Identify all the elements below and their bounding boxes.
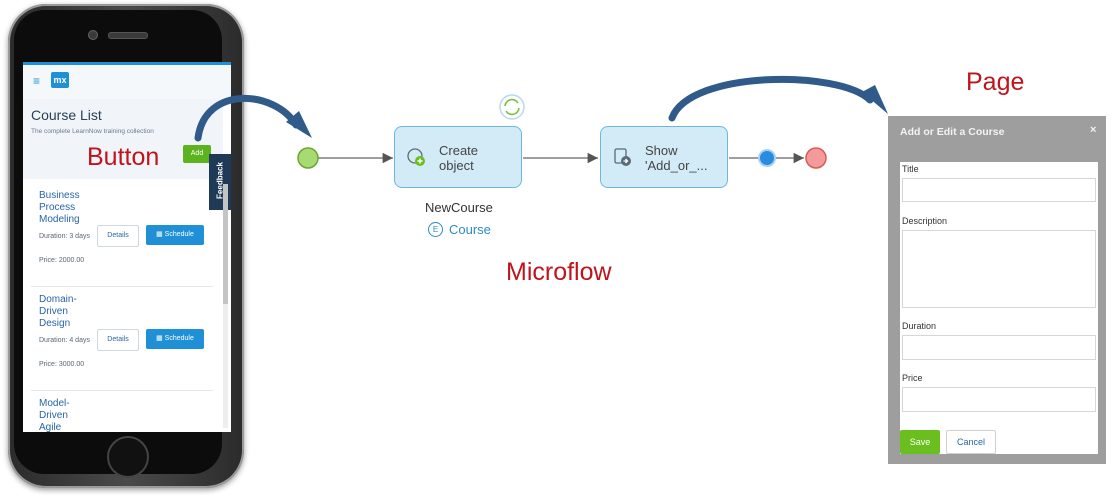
course-duration: Duration: 3 days — [39, 233, 90, 240]
course-price: Price: 3000.00 — [39, 361, 85, 368]
show-page-label-line2: 'Add_or_... — [645, 158, 708, 173]
title-label: Title — [902, 164, 919, 174]
description-field[interactable] — [902, 230, 1096, 308]
camera-icon — [88, 30, 98, 40]
course-price: Price: 2000.00 — [39, 257, 85, 264]
end-event — [805, 147, 827, 169]
price-label: Price — [902, 373, 923, 383]
create-object-activity[interactable]: Create object — [394, 126, 522, 188]
create-object-label: Create object — [439, 143, 479, 173]
course-duration: Duration: 4 days — [39, 337, 90, 344]
cancel-button[interactable]: Cancel — [946, 430, 996, 454]
show-page-activity[interactable]: Show 'Add_or_... — [600, 126, 728, 188]
arrowhead — [286, 111, 312, 138]
add-button[interactable]: Add — [183, 145, 211, 163]
create-entity: E Course — [428, 222, 491, 237]
button-label: Button — [87, 143, 160, 171]
refresh-icon — [499, 94, 525, 120]
calendar-icon: ▦ — [156, 335, 165, 342]
page-subtitle: The complete LearnNow training collectio… — [31, 128, 154, 135]
home-button[interactable] — [107, 436, 149, 478]
course-name[interactable]: Domain-Driven Design — [39, 294, 77, 329]
schedule-button[interactable]: ▦ Schedule — [146, 225, 204, 245]
details-button[interactable]: Details — [97, 329, 139, 351]
price-field[interactable] — [902, 387, 1096, 412]
list-item: Model-Driven Agile — [31, 392, 213, 432]
start-event — [297, 147, 319, 169]
merge-point — [758, 149, 776, 167]
duration-label: Duration — [902, 321, 937, 331]
curved-arrow-microflow-to-page — [668, 75, 874, 122]
curved-arrow-button-to-microflow — [194, 94, 300, 142]
arrowhead — [862, 85, 888, 114]
close-icon[interactable]: × — [1090, 124, 1097, 136]
title-field[interactable] — [902, 178, 1096, 202]
scrollbar-track[interactable] — [223, 184, 228, 428]
dialog-body: Title Description Duration Price Save Ca… — [900, 162, 1098, 454]
schedule-button[interactable]: ▦ Schedule — [146, 329, 204, 349]
create-object-icon — [407, 148, 425, 166]
entity-icon: E — [428, 222, 443, 237]
edit-course-dialog: Add or Edit a Course × Title Description… — [888, 116, 1106, 464]
duration-field[interactable] — [902, 335, 1096, 360]
schedule-label: Schedule — [164, 231, 194, 238]
details-button[interactable]: Details — [97, 225, 139, 247]
course-name[interactable]: Business Process Modeling — [39, 190, 80, 225]
speaker-grille — [108, 32, 148, 39]
mendix-logo: mx — [51, 72, 69, 88]
refresh-icon-arc — [505, 107, 520, 116]
course-name[interactable]: Model-Driven Agile — [39, 398, 70, 432]
app-top-bar: ≡ mx — [23, 62, 231, 99]
course-list-header: Course List The complete LearnNow traini… — [23, 99, 223, 179]
scrollbar-thumb[interactable] — [223, 184, 228, 304]
phone-screen: ≡ mx Course List The complete LearnNow t… — [23, 62, 231, 432]
microflow-label: Microflow — [506, 258, 612, 286]
calendar-icon: ▦ — [156, 231, 165, 238]
save-button[interactable]: Save — [900, 430, 940, 454]
list-item: Business Process Modeling Duration: 3 da… — [31, 184, 213, 287]
list-item: Domain-Driven Design Duration: 4 days Pr… — [31, 288, 213, 391]
show-page-label-line1: Show — [645, 143, 678, 158]
create-variable-name: NewCourse — [425, 200, 493, 215]
dialog-title: Add or Edit a Course — [900, 126, 1005, 138]
hamburger-icon[interactable]: ≡ — [33, 74, 41, 88]
show-page-icon — [614, 148, 631, 166]
show-page-label: Show 'Add_or_... — [645, 143, 725, 173]
entity-name: Course — [449, 222, 491, 237]
page-label: Page — [966, 68, 1025, 96]
page-title: Course List — [31, 107, 102, 123]
refresh-icon-arc — [504, 98, 519, 107]
schedule-label: Schedule — [164, 335, 194, 342]
description-label: Description — [902, 216, 948, 226]
